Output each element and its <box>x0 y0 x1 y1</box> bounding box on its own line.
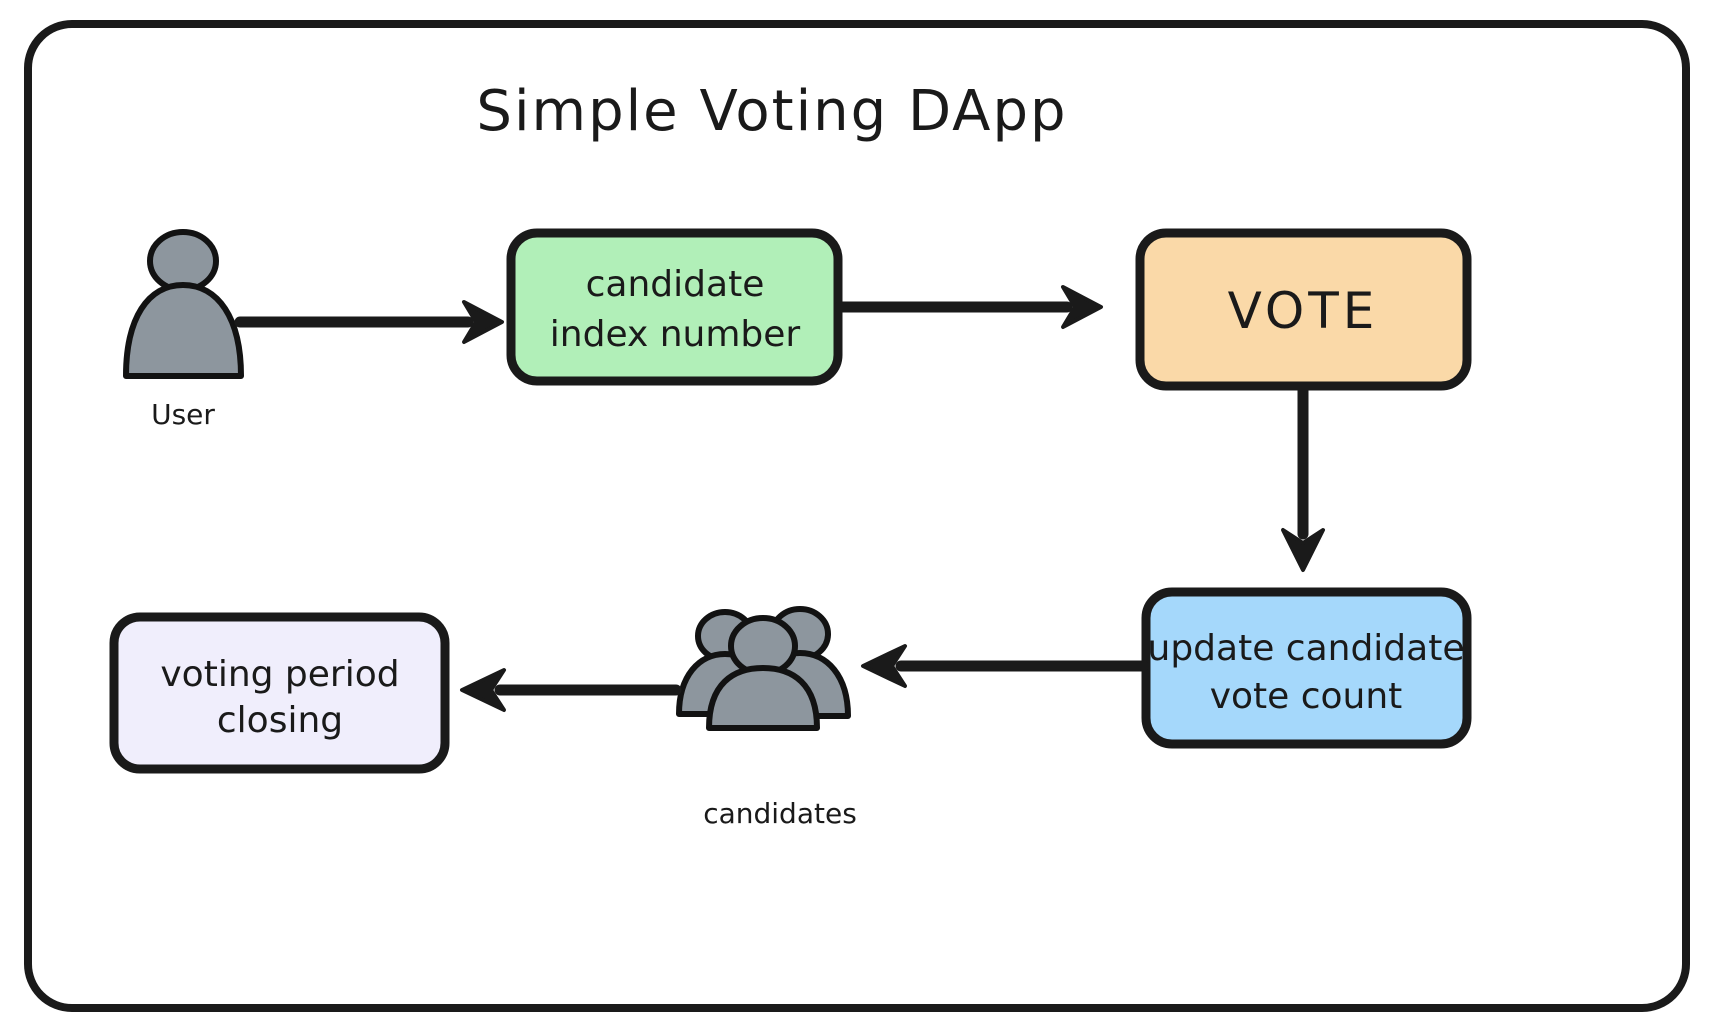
edge-update-count-to-candidates <box>861 644 1149 688</box>
vote-label: VOTE <box>1228 282 1379 340</box>
candidates-label: candidates <box>703 797 857 830</box>
voting-period-closing-box[interactable] <box>109 612 450 774</box>
single-person-icon-head <box>147 229 219 293</box>
update-count-line2: vote count <box>1210 676 1403 717</box>
user-icon-group <box>123 229 244 379</box>
voting-period-closing-line1: voting period <box>160 654 399 695</box>
voting-period-closing-line2: closing <box>217 700 343 741</box>
candidate-index-box[interactable] <box>506 228 843 386</box>
update-count-line1: update candidate <box>1148 628 1465 669</box>
node-candidate-index[interactable]: candidate index number <box>506 228 843 386</box>
diagram-frame <box>24 20 1690 1012</box>
candidates-icon-group <box>676 606 851 731</box>
node-voting-period-closing[interactable]: voting period closing <box>109 612 450 774</box>
edge-vote-to-update-count <box>1281 384 1325 572</box>
edge-candidate-index-to-vote <box>834 285 1103 329</box>
candidate-index-line1: candidate <box>586 264 765 305</box>
node-vote[interactable]: VOTE <box>1135 228 1472 391</box>
diagram-title: Simple Voting DApp <box>476 79 1067 144</box>
edge-user-to-candidate-index <box>234 300 504 344</box>
user-label: User <box>151 398 215 431</box>
single-person-icon-body <box>123 282 244 379</box>
group-of-people-icon-body-center <box>706 665 820 731</box>
candidate-index-line2: index number <box>550 314 801 355</box>
edge-candidates-to-voting-period-closing <box>460 668 682 712</box>
node-update-count[interactable]: update candidate vote count <box>1141 587 1472 749</box>
